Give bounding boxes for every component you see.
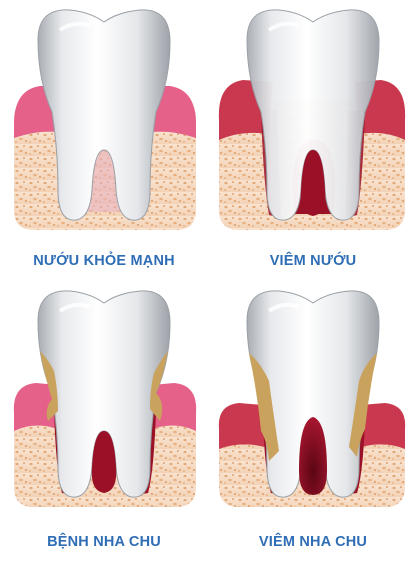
gum-right xyxy=(361,403,405,449)
periodontitis-tooth-illustration xyxy=(209,281,417,531)
healthy-gum-panel: NƯỚU KHỎE MẠNH xyxy=(0,0,208,281)
periodontal-tooth-illustration xyxy=(0,281,208,531)
gum-left xyxy=(219,403,265,449)
panel-label: VIÊM NƯỚU xyxy=(209,253,417,269)
gingivitis-tooth-illustration xyxy=(209,0,417,250)
panel-label: VIÊM NHA CHU xyxy=(209,534,417,550)
periodontitis-panel: VIÊM NHA CHU xyxy=(209,281,417,562)
gingivitis-panel: VIÊM NƯỚU xyxy=(209,0,417,281)
panel-label: NƯỚU KHỎE MẠNH xyxy=(0,253,208,269)
panel-label: BỆNH NHA CHU xyxy=(0,534,208,550)
healthy-tooth-illustration xyxy=(0,0,208,250)
periodontal-disease-panel: BỆNH NHA CHU xyxy=(0,281,208,562)
